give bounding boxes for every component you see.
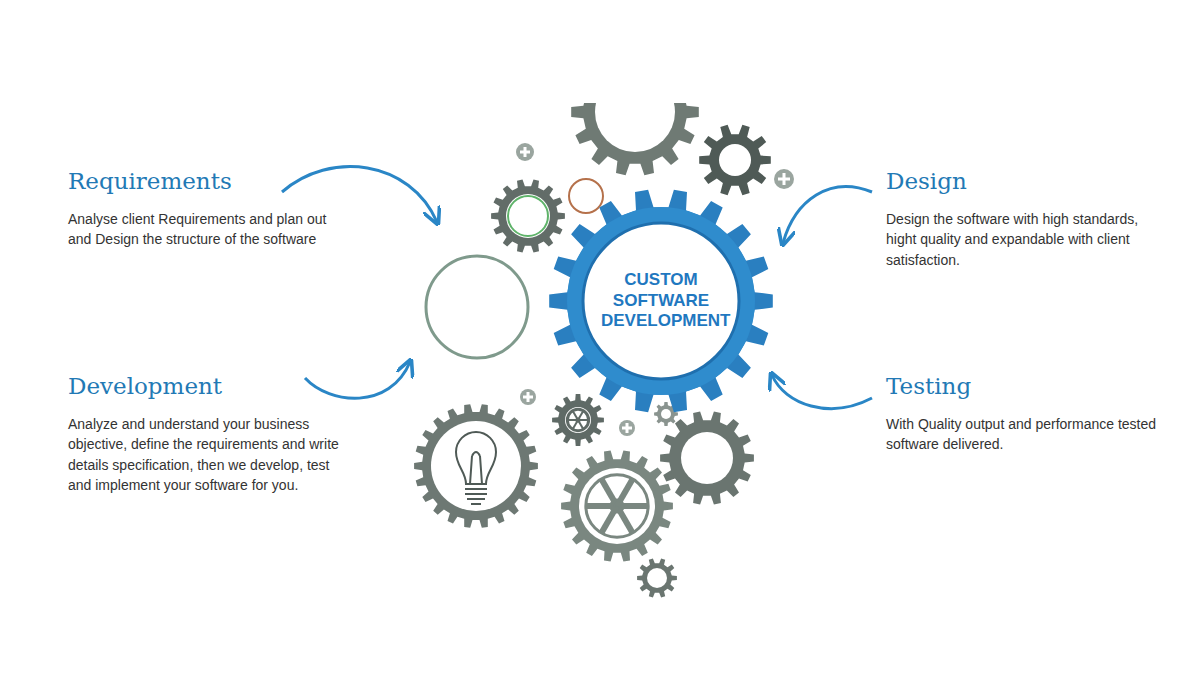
gear-hole — [595, 103, 675, 152]
gear — [552, 394, 604, 446]
gear — [561, 450, 673, 561]
ring — [426, 256, 528, 358]
gear — [637, 558, 677, 597]
wheel-spoke — [573, 420, 578, 429]
gear-body — [567, 207, 755, 395]
step-heading: Design — [886, 168, 967, 194]
center-gear: CUSTOM SOFTWARE DEVELOPMENT — [548, 188, 774, 414]
bulb-base — [465, 489, 487, 504]
wheel-rim — [567, 409, 588, 430]
wheel-spoke — [617, 480, 632, 506]
wheel-spoke — [602, 480, 617, 506]
gear-hole — [565, 407, 591, 433]
gear-teeth — [414, 404, 538, 527]
step-description: Design the software with high standards,… — [886, 209, 1156, 270]
step-heading: Requirements — [68, 168, 232, 194]
center-title: CUSTOM SOFTWARE DEVELOPMENT — [601, 270, 721, 331]
gear-teeth — [571, 103, 699, 175]
wheel-spoke — [602, 506, 617, 532]
gear — [699, 125, 771, 195]
plus-signs — [516, 143, 794, 436]
gear-hole — [661, 409, 671, 419]
step-description: Analyze and understand your business obj… — [68, 414, 353, 495]
wheel-spoke — [568, 419, 578, 421]
gear-face — [583, 223, 739, 379]
wheel-spoke — [573, 411, 578, 420]
gear-hole — [647, 568, 667, 588]
step-description: With Quality output and performance test… — [886, 414, 1161, 455]
gear-hole — [431, 421, 521, 511]
wheel-spoke — [617, 506, 632, 532]
wheel-spoke — [578, 411, 583, 420]
gear-teeth — [552, 394, 604, 446]
step-heading: Testing — [886, 373, 971, 399]
gear-hole — [506, 194, 550, 238]
plus-marks — [520, 147, 790, 433]
gear — [491, 179, 565, 252]
bulb-filament — [470, 452, 482, 484]
gear — [414, 404, 538, 527]
curved-arrow — [783, 187, 872, 243]
gear-teeth — [637, 558, 677, 597]
gear-hole — [681, 432, 733, 484]
gear-teeth — [549, 190, 773, 413]
wheel-rim — [586, 475, 648, 537]
gear-teeth — [561, 450, 673, 561]
wheel-spoke — [578, 420, 583, 429]
gear-hole — [579, 468, 655, 544]
step-description: Analyse client Requirements and plan out… — [68, 209, 343, 250]
gear-hole — [719, 144, 751, 176]
gear — [571, 103, 699, 175]
gear-ring — [508, 196, 548, 236]
gear — [660, 412, 754, 505]
curved-arrow — [305, 362, 410, 398]
gear-teeth — [699, 125, 771, 195]
gear-teeth — [660, 412, 754, 505]
step-heading: Development — [68, 373, 222, 399]
gear-teeth — [491, 179, 565, 252]
curved-arrow — [772, 375, 872, 408]
wheel-spoke — [578, 419, 588, 421]
bulb-glass — [456, 432, 496, 484]
light-bulb — [456, 432, 496, 504]
ring — [569, 179, 603, 213]
